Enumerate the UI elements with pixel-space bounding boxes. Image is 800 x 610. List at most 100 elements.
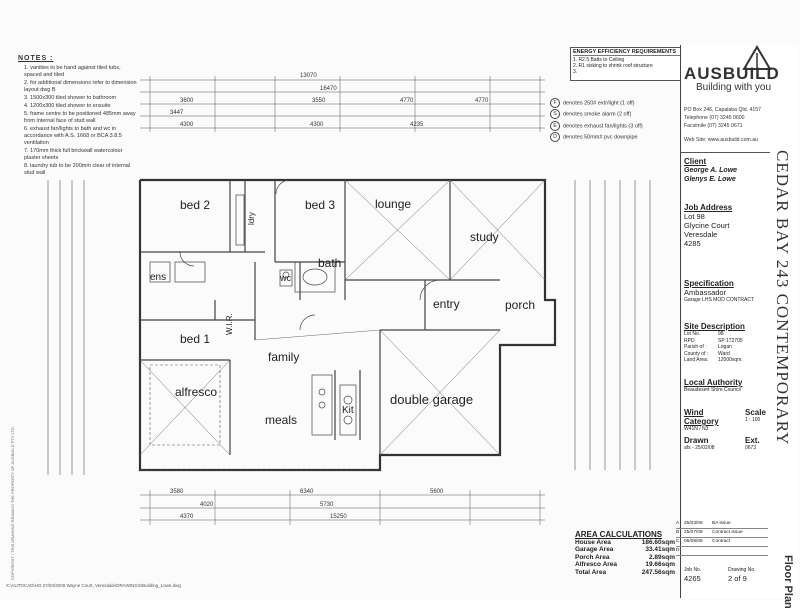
dim-label: 4370 xyxy=(180,514,194,520)
room-bed3: bed 3 xyxy=(305,198,336,212)
energy-heading: ENERGY EFFICIENCY REQUIREMENTS xyxy=(573,49,683,56)
client-section: Client George A. Lowe Glenys E. Lowe xyxy=(684,157,769,184)
ext-section: Ext. 0673 xyxy=(745,436,760,451)
floor-plan xyxy=(47,76,651,525)
vertical-title: CEDAR BAY 243 CONTEMPORARY xyxy=(773,150,792,446)
job-address-label: Job Address xyxy=(684,203,733,212)
dim-label: 3447 xyxy=(170,110,184,116)
client-name: Glenys E. Lowe xyxy=(684,176,736,183)
room-study: study xyxy=(470,230,499,244)
company-contact: PO Box 246, Capalaba Qld. 4157 Telephone… xyxy=(684,107,761,143)
room-bed1: bed 1 xyxy=(180,332,211,346)
energy-line: 2. R1 sisking to shrink roof structure xyxy=(573,63,653,69)
dim-label: 16470 xyxy=(320,86,337,92)
room-double-garage: double garage xyxy=(390,392,474,407)
dim-label: 5600 xyxy=(430,489,444,495)
dim-label: 4235 xyxy=(410,122,424,128)
company-tagline: Building with you xyxy=(696,82,772,93)
exhaust-fan-icon: E xyxy=(550,120,560,131)
site-row: County of :Ward xyxy=(684,350,730,357)
client-name: George A. Lowe xyxy=(684,167,738,174)
room-bed2: bed 2 xyxy=(180,198,211,212)
room-entry: entry xyxy=(433,297,460,311)
ausbuild-logo-icon xyxy=(742,45,772,70)
dim-label: 6340 xyxy=(300,489,314,495)
room-meals: meals xyxy=(265,413,298,427)
room-porch: porch xyxy=(505,298,536,312)
site-row: Lot No.98 xyxy=(684,331,724,337)
dim-label: 3600 xyxy=(180,98,194,104)
note-item: 2. for additional dimensions refer to di… xyxy=(24,80,137,93)
notes-panel: NOTES : 1. vanities to be hand against t… xyxy=(18,55,138,178)
note-item: 6. exhaust fan/lights to bath and wc in … xyxy=(24,126,122,146)
dim-label: 13070 xyxy=(300,73,317,79)
area-heading: AREA CALCULATIONS xyxy=(575,530,663,539)
dim-label: 5730 xyxy=(320,502,334,508)
note-item: 4. 1200x300 tiled shower to ensuite xyxy=(24,103,111,109)
room-bath: bath xyxy=(318,256,342,270)
dim-label: 4300 xyxy=(180,122,194,128)
dim-label: 4300 xyxy=(310,122,324,128)
specification-section: Specification Ambassador Garage LHS MOD … xyxy=(684,279,755,303)
company-name: AUSBUILD xyxy=(684,64,780,83)
room-lounge: lounge xyxy=(375,197,412,211)
local-authority-section: Local Authority Beaudesert Shire Council xyxy=(684,378,743,393)
note-item: 3. 1500x300 tiled shower to bathroom xyxy=(24,95,117,101)
energy-efficiency-box: ENERGY EFFICIENCY REQUIREMENTS 1. R2.5 B… xyxy=(570,47,686,81)
note-item: 8. laundry tub to be 200mm clear of inte… xyxy=(24,163,131,176)
revision-row: D xyxy=(676,547,768,556)
dim-label: 15250 xyxy=(330,514,347,520)
room-alfresco: alfresco xyxy=(175,385,218,399)
client-label: Client xyxy=(684,157,707,166)
note-item: 1. vanities to be hand against tiled tub… xyxy=(24,65,121,78)
dim-label: 3550 xyxy=(312,98,326,104)
dim-label: 4770 xyxy=(400,98,414,104)
wind-section: Wind Category W41N / N3 xyxy=(684,408,719,432)
title-block xyxy=(680,45,799,598)
energy-line: 1. R2.5 Batts to Ceiling xyxy=(573,57,625,63)
dim-label: 4770 xyxy=(475,98,489,104)
dim-label: 4020 xyxy=(200,502,214,508)
drawing-no-section: Drawing No. 2 of 9 xyxy=(728,567,756,583)
drawn-section: Drawn afs - 25/02/08 xyxy=(684,436,715,451)
divider xyxy=(680,152,770,153)
file-path: X:\AUTOCAD\HO 27/03/2008 Wayne Court, Ve… xyxy=(6,583,181,588)
scale-section: Scale 1 : 100 xyxy=(745,408,766,423)
energy-line: 3. xyxy=(573,69,578,75)
notes-list: 1. vanities to be hand against tiled tub… xyxy=(18,65,138,177)
room-ens: ens xyxy=(150,272,167,283)
light-symbol-icon: F xyxy=(550,98,560,108)
note-item: 7. 170mm thick full brickwall watercolou… xyxy=(24,148,123,161)
smoke-alarm-icon: S xyxy=(550,109,560,120)
room-ldry: ldry xyxy=(247,212,256,225)
notes-heading: NOTES : xyxy=(18,55,54,62)
site-row: Parish of :Logan xyxy=(684,344,732,350)
downpipe-icon: D xyxy=(550,132,560,143)
room-family: family xyxy=(268,350,300,364)
note-item: 5. frame centre to be positioned 485mm a… xyxy=(24,111,136,124)
job-address-section: Job Address Lot 98 Glycine Court Veresda… xyxy=(684,203,769,248)
job-no-section: Job No. 4265 xyxy=(684,567,702,583)
room-wir: W.I.R. xyxy=(225,313,234,335)
site-row: Land Area:12000sqm. xyxy=(684,357,743,363)
room-wc: wc xyxy=(280,273,291,283)
